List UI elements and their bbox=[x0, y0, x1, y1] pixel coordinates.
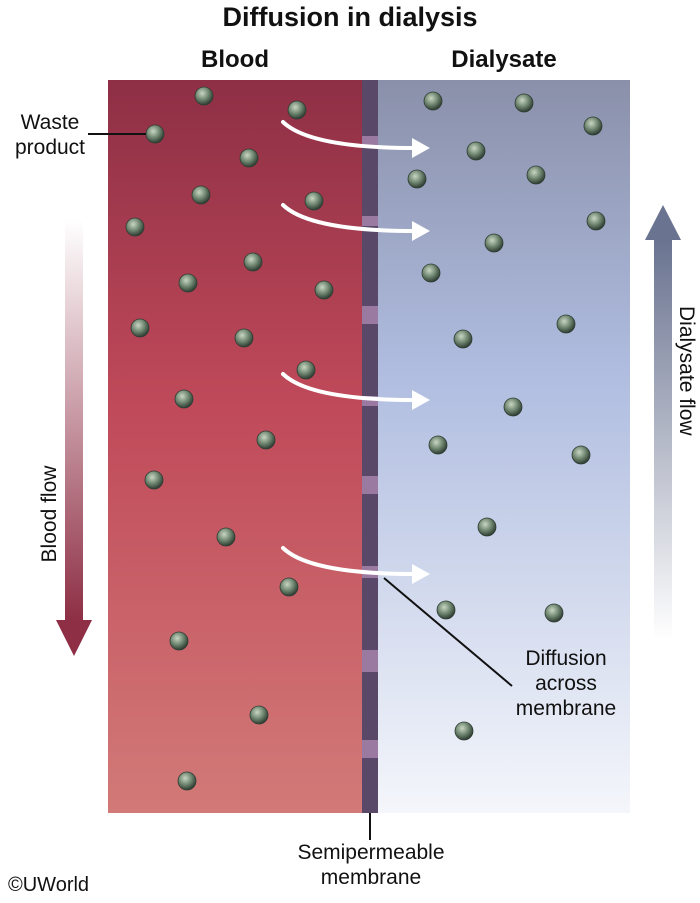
waste-particle bbox=[453, 329, 473, 349]
diffusion-arrowhead bbox=[412, 221, 430, 241]
copyright-notice: ©UWorld bbox=[8, 874, 90, 896]
waste-particle bbox=[314, 280, 334, 300]
waste-particle bbox=[239, 148, 259, 168]
dialysate-flow-label: Dialysate flow bbox=[675, 306, 698, 436]
diffusion-label-line: Diffusion bbox=[525, 647, 607, 670]
waste-particle bbox=[177, 771, 197, 791]
waste-particle bbox=[514, 93, 534, 113]
waste-particle bbox=[144, 470, 164, 490]
waste-particle bbox=[287, 100, 307, 120]
blood-heading: Blood bbox=[201, 46, 269, 73]
dialysate-waste-particles bbox=[407, 91, 606, 741]
waste-particle bbox=[436, 600, 456, 620]
waste-particle bbox=[544, 603, 564, 623]
waste-particle bbox=[423, 91, 443, 111]
waste-particle bbox=[526, 165, 546, 185]
semipermeable-membrane-label: Semipermeable membrane bbox=[276, 840, 466, 890]
diffusion-arrowhead bbox=[412, 390, 430, 410]
diffusion-label-line: membrane bbox=[515, 697, 617, 720]
diagram-title: Diffusion in dialysis bbox=[222, 2, 478, 32]
waste-particle bbox=[556, 314, 576, 334]
blood-compartment bbox=[108, 80, 364, 813]
waste-particle bbox=[503, 397, 523, 417]
waste-particle bbox=[279, 577, 299, 597]
membrane-label-line: membrane bbox=[320, 866, 422, 889]
waste-particle bbox=[194, 86, 214, 106]
diffusion-arrow bbox=[281, 546, 417, 576]
waste-particle bbox=[145, 124, 165, 144]
waste-particle bbox=[169, 631, 189, 651]
waste-product-label: Waste product bbox=[2, 110, 98, 160]
dialysate-heading: Dialysate bbox=[451, 46, 557, 73]
diffusion-label-line: across bbox=[535, 672, 597, 695]
waste-product-line: Waste bbox=[20, 111, 80, 134]
semipermeable-membrane bbox=[362, 80, 378, 813]
blood-flow-label: Blood flow bbox=[38, 465, 61, 563]
dialysate-flow-arrow bbox=[645, 205, 681, 640]
waste-product-line: product bbox=[14, 136, 86, 159]
waste-particle bbox=[571, 445, 591, 465]
waste-particle bbox=[216, 527, 236, 547]
waste-particle bbox=[178, 273, 198, 293]
waste-particle bbox=[249, 705, 269, 725]
waste-particle bbox=[234, 328, 254, 348]
waste-particle bbox=[466, 141, 486, 161]
diffusion-leader-line bbox=[383, 577, 513, 687]
waste-particle bbox=[586, 211, 606, 231]
waste-particle bbox=[296, 360, 316, 380]
diffusion-arrowhead bbox=[412, 138, 430, 158]
waste-particle bbox=[243, 252, 263, 272]
diffusion-arrow bbox=[281, 372, 417, 402]
blood-flow-arrow bbox=[56, 220, 92, 656]
waste-particle bbox=[304, 191, 324, 211]
waste-particle bbox=[477, 517, 497, 537]
blood-waste-particles bbox=[125, 86, 334, 791]
waste-particle bbox=[428, 435, 448, 455]
waste-particle bbox=[583, 116, 603, 136]
waste-particle bbox=[407, 169, 427, 189]
dialysate-compartment bbox=[378, 80, 630, 813]
diffusion-arrow bbox=[281, 120, 417, 150]
diffusion-arrow bbox=[281, 203, 417, 233]
diffusion-arrows bbox=[281, 120, 430, 584]
waste-particle bbox=[421, 263, 441, 283]
diffusion-arrowhead bbox=[412, 564, 430, 584]
waste-particle bbox=[454, 721, 474, 741]
diffusion-across-membrane-label: Diffusion across membrane bbox=[496, 646, 636, 721]
waste-particle bbox=[256, 430, 276, 450]
waste-particle bbox=[484, 233, 504, 253]
membrane-label-line: Semipermeable bbox=[297, 841, 445, 864]
waste-particle bbox=[191, 185, 211, 205]
waste-particle bbox=[125, 217, 145, 237]
waste-particle bbox=[174, 389, 194, 409]
waste-particle bbox=[130, 318, 150, 338]
